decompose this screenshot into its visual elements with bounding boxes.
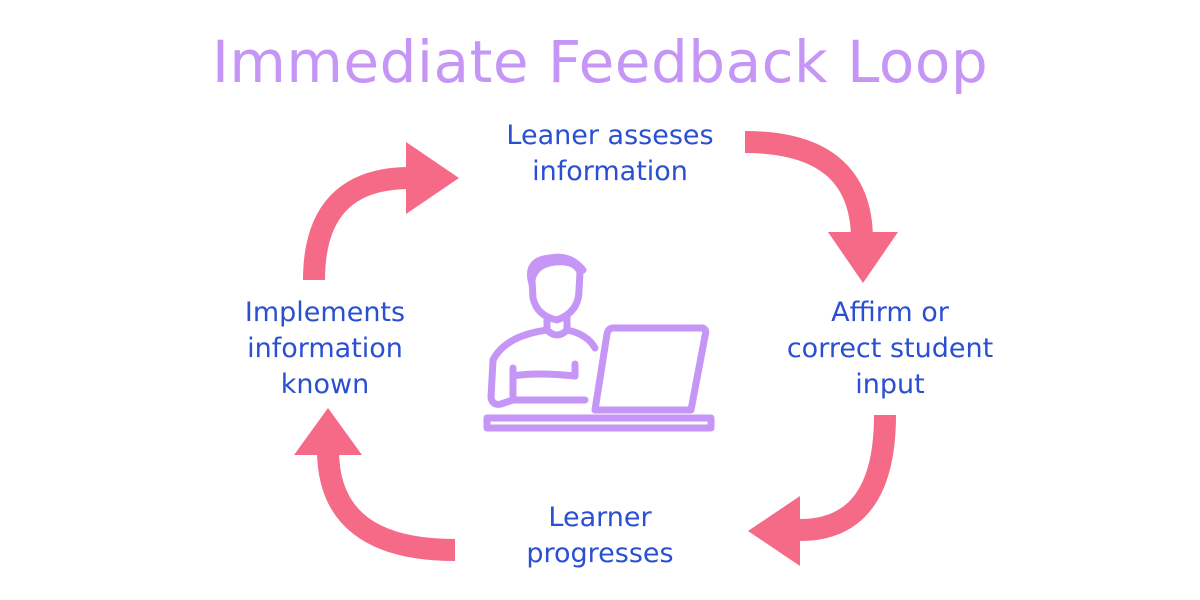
node-left-line-3: known — [280, 369, 370, 400]
node-bottom-line-2: progresses — [526, 538, 674, 569]
node-bottom-line-1: Learner — [548, 502, 652, 533]
arrowhead-bottom-left-icon — [294, 408, 362, 455]
arrowhead-top-right-icon — [828, 232, 898, 283]
person-at-laptop-icon — [483, 253, 715, 432]
arrowhead-left-top-icon — [406, 142, 459, 214]
arrowhead-right-bottom-icon — [748, 496, 800, 566]
node-right-line-2: correct student — [786, 333, 994, 364]
node-right-line-1: Affirm or — [831, 297, 949, 328]
node-top-line-1: Leaner asseses — [506, 120, 714, 151]
node-left-line-1: Implements — [244, 297, 406, 328]
node-learner-assesses: Leaner asseses information — [440, 118, 780, 190]
node-learner-progresses: Learner progresses — [450, 500, 750, 572]
node-left-line-2: information — [247, 333, 403, 364]
arrow-top-to-right-icon — [744, 131, 873, 241]
diagram-title: Immediate Feedback Loop — [211, 28, 989, 96]
node-implements-information: Implements information known — [180, 295, 470, 403]
arrow-bottom-to-left-icon — [317, 449, 456, 561]
node-top-line-2: information — [532, 156, 688, 187]
arrow-right-to-bottom-icon — [799, 414, 896, 541]
node-affirm-or-correct: Affirm or correct student input — [740, 295, 1040, 403]
arrow-left-to-top-icon — [303, 167, 411, 281]
node-right-line-3: input — [855, 369, 925, 400]
